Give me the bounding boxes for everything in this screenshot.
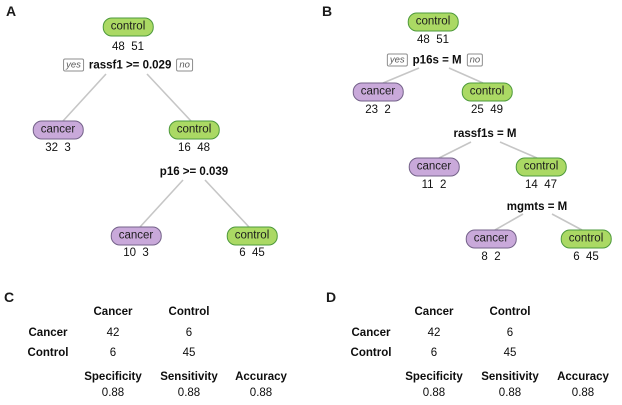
- tree-node-cancer: cancer: [408, 157, 460, 177]
- node-counts: 8 2: [481, 251, 501, 263]
- split-condition: rassf1 >= 0.029: [88, 59, 172, 71]
- split-condition: rassf1s = M: [453, 128, 517, 140]
- row-header: Cancer: [28, 327, 68, 339]
- panel-a-label: A: [6, 3, 17, 19]
- col-header: Control: [168, 306, 210, 318]
- tree-edge: [499, 141, 538, 159]
- node-counts: 16 48: [178, 142, 210, 154]
- split-condition-row: mgmts = M: [507, 201, 567, 213]
- row-header: Cancer: [351, 327, 391, 339]
- panel-d: D Cancer Control Cancer 42 6 Control 6 4…: [311, 285, 622, 405]
- tree-node-control: control: [560, 229, 612, 249]
- metric-header: Sensitivity: [481, 371, 539, 383]
- tree-edge: [139, 179, 184, 228]
- node-counts: 6 45: [573, 251, 599, 263]
- node-counts: 25 49: [471, 104, 503, 116]
- col-header: Cancer: [93, 306, 133, 318]
- panel-a: A control 48 51 yes rassf1 >= 0.029 no c…: [0, 0, 311, 285]
- panel-c: C Cancer Control Cancer 42 6 Control 6 4…: [0, 285, 311, 405]
- node-counts: 32 3: [45, 142, 71, 154]
- tree-edge: [551, 213, 583, 231]
- tree-a-edges: [62, 73, 250, 228]
- tree-node-cancer: cancer: [352, 82, 404, 102]
- col-header: Control: [489, 306, 531, 318]
- no-label: no: [176, 58, 193, 72]
- tree-edge: [146, 73, 192, 122]
- matrix-value: 42: [106, 327, 120, 339]
- node-counts: 6 45: [239, 247, 265, 259]
- metric-value: 0.88: [177, 387, 201, 399]
- node-counts: 11 2: [421, 179, 447, 191]
- metric-header: Specificity: [405, 371, 463, 383]
- matrix-value: 6: [109, 347, 117, 359]
- split-condition: p16s = M: [412, 54, 462, 66]
- tree-edge: [382, 67, 420, 84]
- matrix-value: 6: [185, 327, 193, 339]
- metric-header: Accuracy: [557, 371, 609, 383]
- metric-value: 0.88: [422, 387, 446, 399]
- tree-edge: [204, 179, 250, 228]
- yes-label: yes: [386, 53, 408, 67]
- metric-value: 0.88: [498, 387, 522, 399]
- tree-edge: [62, 73, 107, 122]
- no-label: no: [466, 53, 484, 67]
- split-condition-row: yes rassf1 >= 0.029 no: [63, 58, 193, 72]
- tree-b-edges: [382, 67, 583, 231]
- panel-b-label: B: [322, 3, 333, 19]
- metric-value: 0.88: [249, 387, 273, 399]
- matrix-value: 45: [182, 347, 196, 359]
- node-counts: 10 3: [123, 247, 149, 259]
- matrix-value: 6: [430, 347, 438, 359]
- row-header: Control: [350, 347, 392, 359]
- metric-value: 0.88: [571, 387, 595, 399]
- col-header: Cancer: [414, 306, 454, 318]
- tree-edge: [448, 67, 484, 84]
- tree-node-cancer: cancer: [465, 229, 517, 249]
- tree-node-control: control: [407, 12, 459, 32]
- panel-c-label: C: [4, 289, 15, 305]
- tree-node-cancer: cancer: [32, 120, 84, 140]
- metric-header: Accuracy: [235, 371, 287, 383]
- split-condition-row: yes p16s = M no: [386, 53, 484, 67]
- split-condition: mgmts = M: [506, 201, 568, 213]
- node-counts: 48 51: [417, 34, 449, 46]
- metric-value: 0.88: [101, 387, 125, 399]
- panel-d-label: D: [326, 289, 337, 305]
- metric-header: Specificity: [84, 371, 142, 383]
- tree-node-control: control: [168, 120, 220, 140]
- tree-node-control: control: [226, 226, 278, 246]
- matrix-value: 42: [427, 327, 441, 339]
- metric-header: Sensitivity: [160, 371, 218, 383]
- node-counts: 48 51: [112, 41, 144, 53]
- matrix-value: 6: [506, 327, 514, 339]
- tree-node-control: control: [461, 82, 513, 102]
- matrix-value: 45: [503, 347, 517, 359]
- node-counts: 14 47: [525, 179, 557, 191]
- tree-edge: [438, 141, 472, 159]
- tree-node-cancer: cancer: [110, 226, 162, 246]
- tree-edge: [494, 213, 524, 231]
- row-header: Control: [27, 347, 69, 359]
- panel-b: B control 48 51 yes p16s = M no cancer 2…: [311, 0, 622, 285]
- yes-label: yes: [63, 58, 84, 72]
- tree-node-control: control: [515, 157, 567, 177]
- tree-node-control: control: [102, 17, 154, 37]
- split-condition-row: rassf1s = M: [454, 128, 517, 140]
- split-condition: p16 >= 0.039: [159, 166, 229, 178]
- node-counts: 23 2: [365, 104, 391, 116]
- split-condition-row: p16 >= 0.039: [160, 166, 228, 178]
